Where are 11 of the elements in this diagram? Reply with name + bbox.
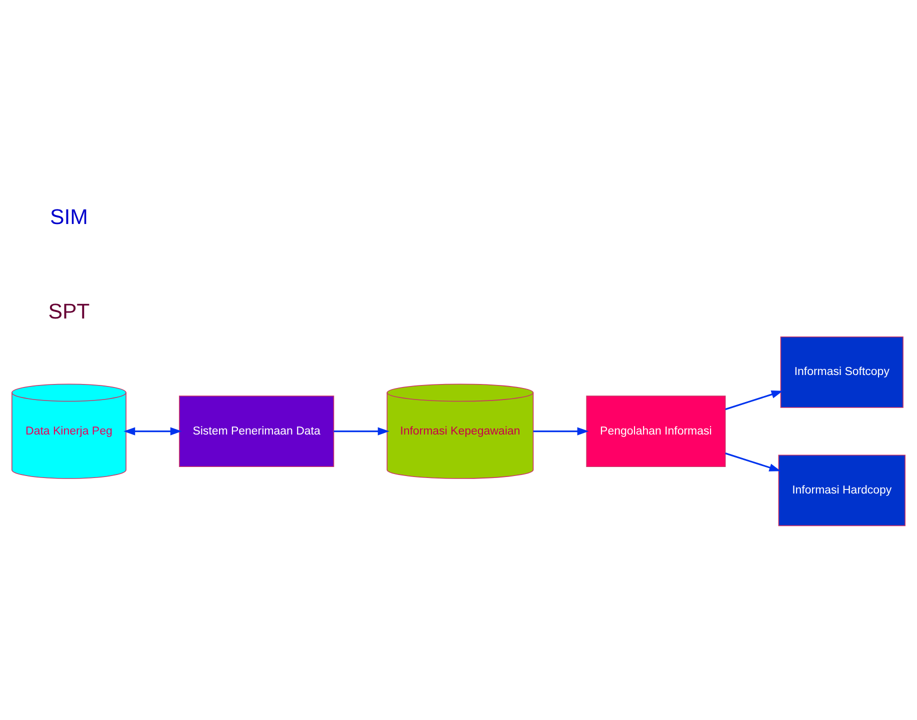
label: SPT xyxy=(48,298,90,323)
arrow xyxy=(124,426,182,435)
arrow xyxy=(334,426,390,435)
node-box: Pengolahan Informasi xyxy=(586,395,726,467)
arrow xyxy=(725,452,781,471)
arrow xyxy=(725,390,783,410)
node-box: Sistem Penerimaan Data xyxy=(178,395,334,467)
node-box: Informasi Hardcopy xyxy=(778,454,906,526)
node-box: Informasi Softcopy xyxy=(780,336,904,408)
label: SIM xyxy=(50,204,88,228)
arrow xyxy=(533,426,589,435)
